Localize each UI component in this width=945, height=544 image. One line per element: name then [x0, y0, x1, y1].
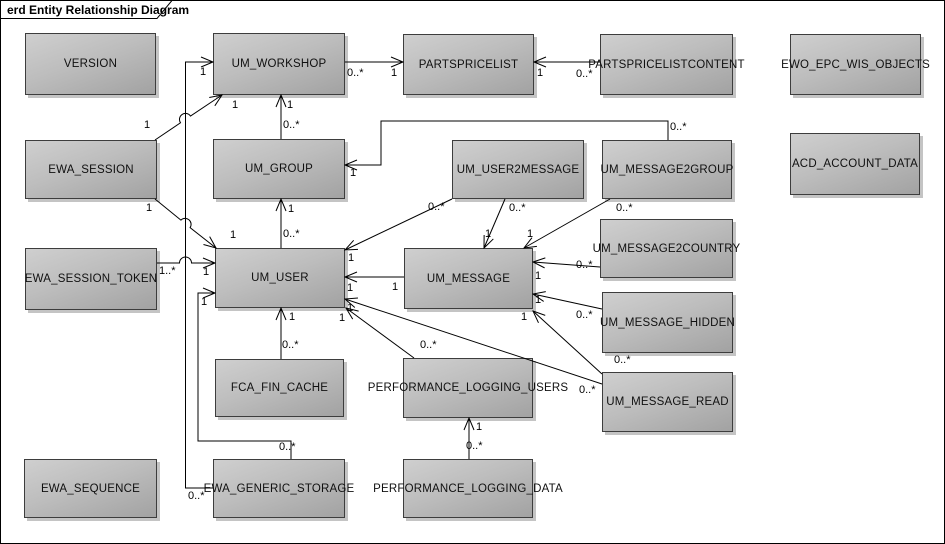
multiplicity-cache-user-target: 1 [289, 311, 296, 323]
multiplicity-session-user-target: 1 [230, 229, 237, 241]
multiplicity-session-user-source: 1 [146, 202, 153, 214]
entity-fca-fin-cache[interactable]: FCA_FIN_CACHE [215, 359, 344, 417]
multiplicity-content-pricelist-source: 0..* [576, 68, 593, 80]
multiplicity-message-user-source: 1 [392, 281, 399, 293]
entity-label: UM_USER2MESSAGE [456, 163, 580, 176]
multiplicity-user-group-source: 0..* [283, 228, 300, 240]
multiplicity-group-workshop-source: 0..* [283, 119, 300, 131]
entity-label: FCA_FIN_CACHE [230, 382, 329, 394]
entity-ewa-session-token[interactable]: EWA_SESSION_TOKEN [25, 248, 157, 310]
multiplicity-u2m-message-source: 0..* [509, 202, 526, 214]
multiplicity-workshop-pricelist-target: 1 [391, 67, 398, 79]
multiplicity-country-message-source: 0..* [576, 259, 593, 271]
connector-perfusers-user [346, 308, 415, 359]
entity-label: PARTSPRICELISTCONTENT [588, 58, 745, 71]
entity-label: EWA_SESSION_TOKEN [24, 273, 158, 285]
multiplicity-content-pricelist-target: 1 [537, 67, 544, 79]
connector-session-workshop [154, 95, 222, 141]
multiplicity-read-message-target: 1 [521, 311, 528, 323]
multiplicity-hidden-message-target: 1 [535, 294, 542, 306]
entity-partspricelistcontent[interactable]: PARTSPRICELISTCONTENT [588, 34, 745, 95]
entity-label: ACD_ACCOUNT_DATA [791, 158, 919, 170]
multiplicity-user-group-target: 1 [288, 203, 295, 215]
entity-performance-logging-data[interactable]: PERFORMANCE_LOGGING_DATA [373, 459, 563, 518]
entity-ewa-session[interactable]: EWA_SESSION [25, 140, 157, 199]
entity-performance-logging-users[interactable]: PERFORMANCE_LOGGING_USERS [368, 358, 568, 418]
entity-label: PERFORMANCE_LOGGING_DATA [373, 482, 563, 495]
multiplicity-session-workshop-target: 1 [232, 99, 239, 111]
multiplicity-storage-user-source: 0..* [279, 441, 296, 453]
entity-um-message[interactable]: UM_MESSAGE [404, 248, 533, 309]
entity-acd-account-data[interactable]: ACD_ACCOUNT_DATA [790, 133, 920, 195]
connector-m2g-message [524, 198, 611, 248]
multiplicity-storage-workshop-source: 0..* [188, 490, 205, 502]
multiplicity-workshop-pricelist-source: 0..* [347, 67, 364, 79]
multiplicity-country-message-target: 1 [535, 270, 542, 282]
entity-version[interactable]: VERSION [25, 33, 156, 95]
multiplicity-read-user-target: 1 [347, 302, 354, 314]
connector-session-user [154, 198, 216, 248]
multiplicity-perfusers-user-target: 1 [339, 312, 346, 324]
entity-um-message2group[interactable]: UM_MESSAGE2GROUP [600, 140, 734, 199]
multiplicity-storage-user-target: 1 [201, 296, 208, 308]
multiplicity-m2g-message-source: 0..* [616, 202, 633, 214]
entity-partspricelist[interactable]: PARTSPRICELIST [403, 34, 534, 95]
entity-ewa-sequence[interactable]: EWA_SEQUENCE [24, 459, 157, 518]
multiplicity-u2m-user-source: 0..* [428, 201, 445, 213]
multiplicity-read-message-source: 0..* [614, 354, 631, 366]
multiplicity-session-workshop-source: 1 [144, 119, 151, 131]
entity-label: EWA_GENERIC_STORAGE [203, 482, 355, 495]
connector-hidden-message [533, 294, 603, 310]
entity-label: UM_USER [251, 272, 309, 284]
frame-title: erd Entity Relationship Diagram [7, 3, 190, 17]
multiplicity-group-workshop-target: 1 [287, 99, 294, 111]
multiplicity-token-user-target: 1 [203, 266, 210, 278]
entity-ewo-epc-wis-objects[interactable]: EWO_EPC_WIS_OBJECTS [781, 34, 930, 95]
entity-um-user[interactable]: UM_USER [215, 248, 345, 308]
entity-label: EWA_SESSION [48, 163, 134, 176]
connector-token-user [157, 256, 215, 263]
entity-um-group[interactable]: UM_GROUP [213, 139, 345, 199]
entity-ewa-generic-storage[interactable]: EWA_GENERIC_STORAGE [204, 459, 354, 518]
entity-label: UM_MESSAGE [426, 272, 511, 285]
entity-label: EWA_SEQUENCE [40, 482, 141, 495]
entity-um-workshop[interactable]: UM_WORKSHOP [213, 33, 345, 95]
multiplicity-u2m-message-target: 1 [485, 228, 492, 240]
entity-um-user2message[interactable]: UM_USER2MESSAGE [452, 140, 584, 199]
entity-label: PARTSPRICELIST [418, 58, 519, 71]
entity-label: UM_MESSAGE_HIDDEN [599, 316, 736, 329]
entity-label: EWO_EPC_WIS_OBJECTS [781, 58, 930, 71]
entity-label: PERFORMANCE_LOGGING_USERS [367, 382, 569, 394]
multiplicity-cache-user-source: 0..* [282, 339, 299, 351]
entity-um-message-hidden[interactable]: UM_MESSAGE_HIDDEN [599, 292, 736, 353]
entity-label: UM_MESSAGE_READ [606, 396, 729, 408]
entity-label: UM_GROUP [244, 163, 314, 175]
entity-label: UM_MESSAGE2GROUP [600, 163, 734, 176]
entity-label: VERSION [63, 58, 118, 70]
multiplicity-message-user-target: 1 [347, 282, 354, 294]
entity-um-message2country[interactable]: UM_MESSAGE2COUNTRY [593, 219, 740, 278]
multiplicity-hidden-message-source: 0..* [576, 309, 593, 321]
multiplicity-perfusers-user-source: 0..* [420, 339, 437, 351]
multiplicity-m2g-group-target: 1 [350, 167, 357, 179]
multiplicity-data-users-source: 0..* [466, 440, 483, 452]
entity-label: UM_WORKSHOP [231, 58, 327, 70]
multiplicity-m2g-group-source: 0..* [670, 121, 687, 133]
multiplicity-data-users-target: 1 [476, 421, 483, 433]
entity-um-message-read[interactable]: UM_MESSAGE_READ [602, 372, 733, 432]
multiplicity-storage-workshop-target: 1 [200, 66, 207, 78]
multiplicity-m2g-message-target: 1 [527, 228, 534, 240]
multiplicity-token-user-source: 1..* [159, 265, 176, 277]
multiplicity-read-user-source: 0..* [579, 384, 596, 396]
multiplicity-u2m-user-target: 1 [348, 252, 355, 264]
connector-u2m-message [484, 198, 506, 248]
entity-label: UM_MESSAGE2COUNTRY [592, 242, 741, 255]
